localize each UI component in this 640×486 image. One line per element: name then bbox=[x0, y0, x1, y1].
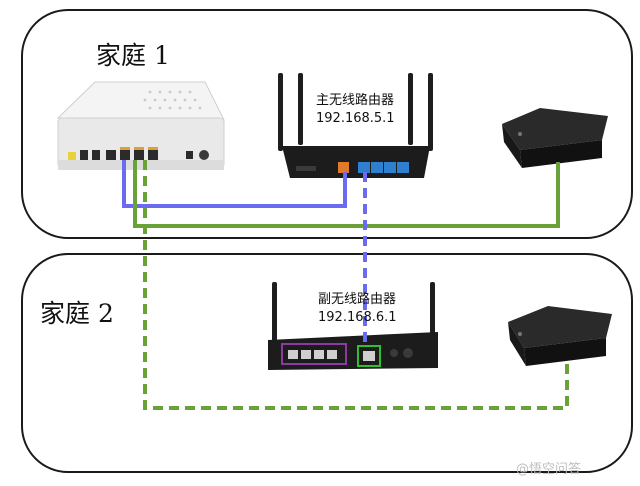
optical-modem bbox=[56, 81, 225, 170]
cable-modem-to-main-router bbox=[122, 160, 347, 208]
sub-router bbox=[268, 282, 438, 370]
main-router-ip: 192.168.5.1 bbox=[316, 111, 395, 126]
main-router bbox=[278, 73, 433, 178]
home1-frame bbox=[21, 9, 633, 239]
sub-router-ip: 192.168.6.1 bbox=[318, 310, 397, 325]
home2-frame bbox=[21, 253, 633, 473]
set-top-box-1 bbox=[502, 108, 608, 168]
home1-label: 家庭 1 bbox=[96, 41, 170, 70]
set-top-box-2 bbox=[508, 306, 612, 366]
cable-modem-to-set-top-box-2 bbox=[143, 160, 569, 410]
sub-router-name: 副无线路由器 bbox=[318, 292, 397, 307]
watermark: @悟空问答 bbox=[516, 462, 582, 477]
main-router-name: 主无线路由器 bbox=[316, 93, 395, 108]
home2-label: 家庭 2 bbox=[40, 299, 114, 328]
cable-modem-to-set-top-box-1 bbox=[133, 160, 560, 228]
